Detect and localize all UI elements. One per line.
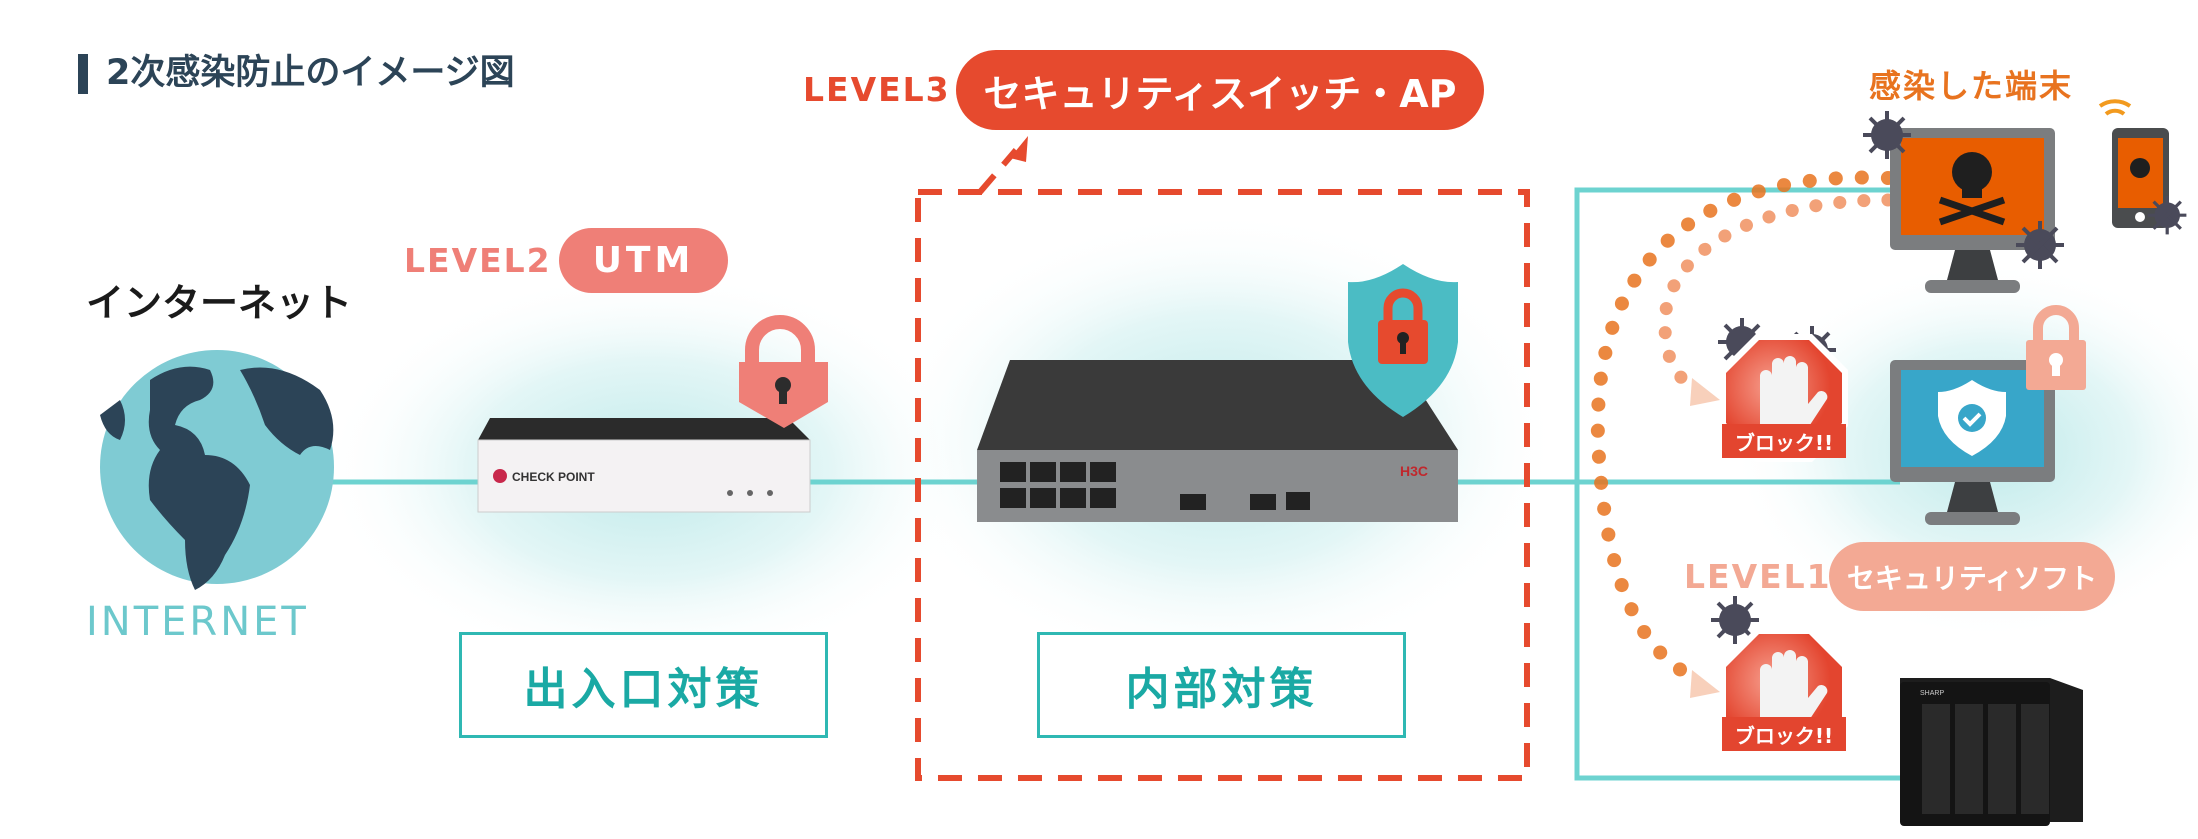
shield-lock-icon <box>1348 264 1458 417</box>
utm-brand: CHECK POINT <box>512 470 595 484</box>
level3-arrowhead <box>1010 136 1028 162</box>
title-accent-bar <box>78 54 88 94</box>
level2-pill: UTM <box>559 228 728 293</box>
level3-label: LEVEL3 <box>803 70 951 109</box>
globe-icon <box>100 350 334 590</box>
level2-label: LEVEL2 <box>404 241 552 280</box>
level3-arrow <box>977 148 1019 194</box>
arrowhead <box>1690 670 1720 698</box>
infection-path-dots-inner <box>1658 193 1895 397</box>
internet-label-en: INTERNET <box>86 599 309 645</box>
infected-phone <box>2098 99 2189 237</box>
skull-icon <box>1938 152 2006 226</box>
protected-monitor <box>1890 360 2055 525</box>
level1-pill: セキュリティソフト <box>1829 542 2115 611</box>
switch-brand: H3C <box>1400 463 1428 479</box>
infection-path-dots <box>1590 170 1895 687</box>
internet-label-jp: インターネット <box>86 281 353 325</box>
lock-icon <box>739 315 828 428</box>
security-switch-device: H3C <box>977 360 1458 522</box>
arrowhead <box>1690 378 1720 406</box>
utm-device: CHECK POINT <box>477 418 811 513</box>
level3-pill: セキュリティスイッチ・AP <box>956 50 1484 130</box>
lock-icon <box>2026 305 2086 390</box>
infected-terminal-label: 感染した端末 <box>1869 67 2074 105</box>
nas-brand: SHARP <box>1920 690 1944 697</box>
internal-measures-box: 内部対策 <box>1037 632 1406 738</box>
block-label: ブロック!! <box>1722 424 1846 458</box>
level1-label: LEVEL1 <box>1684 557 1832 596</box>
lan-bracket-line <box>1574 187 1912 781</box>
entrance-measures-box: 出入口対策 <box>459 632 828 738</box>
nas-device: SHARP <box>1900 678 2083 826</box>
level3-dashed-box <box>915 189 1530 781</box>
infected-monitor <box>1861 109 2066 293</box>
page-title: 2次感染防止のイメージ図 <box>106 53 515 93</box>
block-label: ブロック!! <box>1722 717 1846 751</box>
